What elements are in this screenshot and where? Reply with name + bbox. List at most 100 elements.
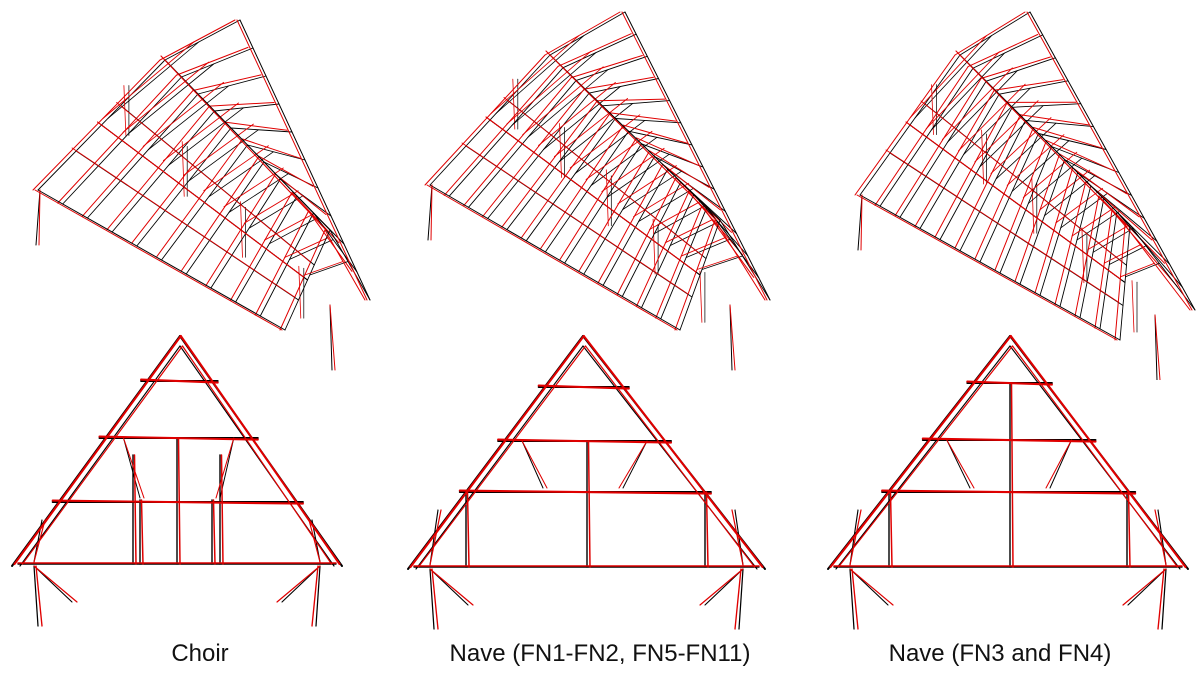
iso-collar (243, 190, 299, 224)
panel-nave-main: Nave (FN1-FN2, FN5-FN11) (400, 0, 800, 675)
iso-collar (1125, 262, 1160, 278)
iso-rafter-right (1064, 159, 1132, 196)
iso-collar (284, 237, 329, 258)
iso-rafter-right (601, 100, 671, 107)
iso-ridge (160, 55, 327, 231)
post (140, 499, 144, 565)
iso-rafter-right (209, 102, 275, 107)
rafter-right (1009, 334, 1187, 569)
nave-main-isometric-view (424, 11, 771, 371)
iso-rafter-right (557, 33, 632, 67)
post (133, 454, 137, 565)
nave-fn3-fn4-cross-section (827, 334, 1189, 630)
iso-rafter-right (993, 79, 1064, 91)
iso-collar (495, 35, 585, 114)
diagonal (215, 437, 235, 499)
iso-collar (669, 221, 719, 246)
inner-rafter-right (1011, 345, 1179, 568)
iso-rafter-right (1011, 103, 1082, 108)
diagonal (1049, 439, 1072, 489)
iso-rafter-right (636, 137, 699, 166)
iso-ridge (545, 50, 717, 221)
iso-rafter-right (197, 75, 267, 95)
iso-rafter-right (575, 55, 648, 81)
iso-collar (1120, 262, 1155, 278)
isometric-truss-group (854, 11, 1196, 380)
isometric-truss-group (424, 11, 771, 371)
iso-rafter-right (614, 118, 682, 124)
panel-nave-fn3-fn4: Nave (FN3 and FN4) (800, 0, 1200, 675)
rafter-left (829, 334, 1012, 569)
iso-collar (946, 70, 1018, 143)
iso-rafter-right (192, 74, 262, 91)
iso-rafter-right (693, 194, 749, 257)
iso-rafter-right (1059, 153, 1127, 195)
strut-brace-left (429, 568, 474, 606)
collar-beam (497, 438, 673, 444)
iso-collar (188, 129, 259, 182)
iso-rafter-right (1124, 224, 1191, 311)
iso-collar (990, 117, 1052, 174)
iso-post (512, 78, 516, 130)
iso-rafter-right (1090, 185, 1158, 242)
collar-beam (51, 499, 304, 505)
iso-rafter-left (1054, 181, 1087, 305)
post (177, 437, 181, 565)
iso-post (123, 85, 127, 136)
iso-rafter-right (623, 124, 688, 144)
rafter-right (582, 334, 764, 569)
iso-rafter-right (1111, 210, 1178, 288)
iso-collar (102, 41, 195, 119)
iso-rafter-left (32, 59, 161, 191)
inner-rafter-left (415, 345, 584, 570)
iso-rafter-right (324, 229, 366, 301)
collar-beam (881, 489, 1137, 495)
iso-collar (909, 35, 987, 119)
brace-right (1154, 509, 1167, 566)
iso-rafter-left (279, 229, 326, 331)
iso-wall-plate-right (1026, 11, 1193, 311)
strut-left (851, 568, 859, 630)
iso-rafter-left (156, 138, 243, 258)
iso-rafter-right (164, 19, 241, 61)
iso-collar (696, 255, 738, 270)
caption-choir: Choir (171, 640, 229, 667)
strut-brace-right (699, 568, 744, 606)
isometric-truss-group (32, 19, 371, 371)
rafter-right (179, 334, 341, 566)
iso-collar (1027, 157, 1083, 204)
iso-purlin (920, 100, 1123, 263)
nave-fn3-fn4-isometric-view (854, 11, 1196, 380)
iso-ridge (955, 50, 1127, 226)
iso-collar (527, 69, 609, 138)
iso-collar (574, 119, 646, 174)
iso-collar (490, 35, 580, 114)
iso-rafter-right (1019, 114, 1089, 126)
iso-rafter-right (596, 98, 666, 102)
iso-purlin (503, 97, 703, 256)
iso-rafter-right (980, 56, 1051, 79)
iso-rafter-left (874, 66, 969, 206)
iso-wall-plate-left (429, 184, 681, 331)
iso-rafter-left (57, 74, 177, 204)
post (212, 499, 216, 565)
iso-collar (995, 122, 1057, 180)
iso-collar (511, 52, 597, 126)
choir-cross-section (11, 334, 343, 627)
iso-collar (649, 200, 702, 230)
iso-rafter-right (1098, 195, 1166, 264)
iso-rafter-right (562, 33, 637, 69)
iso-rafter-right (549, 11, 626, 56)
iso-rafter-right (588, 78, 659, 94)
rafter-left (13, 334, 182, 566)
iso-rafter-right (701, 205, 755, 278)
iso-purlin (885, 149, 1120, 303)
collar-beam (966, 380, 1053, 386)
diagonal (521, 440, 544, 489)
iso-collar (701, 255, 743, 270)
nave-main-cross-section (407, 334, 766, 630)
caption-nave-main: Nave (FN1-FN2, FN5-FN11) (449, 640, 751, 667)
strut-left (33, 565, 39, 627)
iso-rafter-right (214, 103, 280, 112)
post (1127, 491, 1131, 568)
